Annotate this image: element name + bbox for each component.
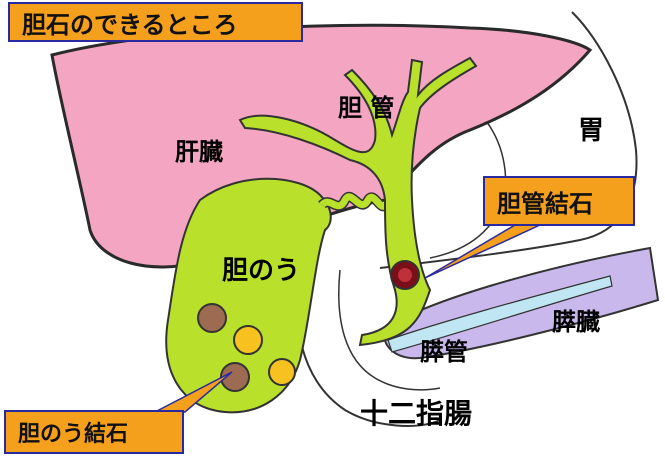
bile-duct-stone-core: [398, 268, 412, 282]
pancreatic-duct-label: 膵管: [420, 340, 468, 364]
duodenum-label: 十二指腸: [360, 400, 472, 428]
gallbladder-stone-callout: 胆のう結石: [4, 410, 184, 454]
pancreas-label: 膵臓: [552, 310, 600, 334]
bile-duct-stone-callout: 胆管結石: [483, 176, 635, 226]
gallbladder-stone-2: [234, 326, 262, 354]
page-title: 胆石のできるところ: [8, 2, 303, 42]
gallbladder-stone-1: [198, 304, 226, 332]
gallbladder-stone-3: [269, 359, 295, 385]
liver-label: 肝臓: [175, 140, 223, 164]
stomach-label: 胃: [578, 118, 604, 144]
gallbladder-label: 胆のう: [222, 258, 300, 284]
bile-duct-label: 胆 管: [338, 96, 394, 120]
